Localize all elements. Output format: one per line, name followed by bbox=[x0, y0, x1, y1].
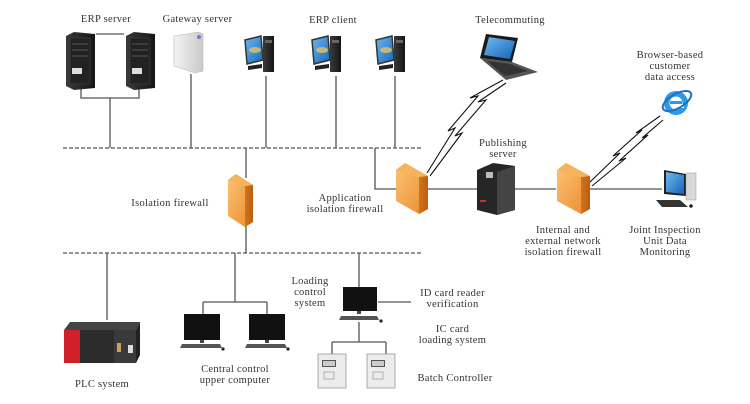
edge-loading-batch bbox=[331, 322, 387, 354]
erp-server-1-icon bbox=[66, 32, 95, 90]
network-isolation-firewall-icon bbox=[557, 163, 590, 214]
label-central-control: Central control upper computer bbox=[199, 364, 271, 386]
label-loading-control: Loading control system bbox=[291, 276, 329, 309]
erp-client-pc-1-icon bbox=[244, 35, 274, 72]
label-joint-inspection: Joint Inspection Unit Data Monitoring bbox=[629, 225, 701, 258]
wireless-link-browser bbox=[589, 115, 664, 187]
label-application-firewall: Application isolation firewall bbox=[306, 193, 384, 215]
label-gateway-server: Gateway server bbox=[162, 14, 233, 25]
label-batch-controller: Batch Controller bbox=[417, 373, 493, 384]
label-isolation-firewall: Isolation firewall bbox=[131, 198, 209, 209]
label-browser-access: Browser-based customer data access bbox=[636, 50, 704, 83]
internet-explorer-icon bbox=[661, 89, 693, 115]
batch-controller-2-icon bbox=[366, 353, 396, 389]
isolation-firewall-icon bbox=[228, 174, 253, 227]
edge-bus-central bbox=[202, 253, 268, 314]
erp-client-pc-2-icon bbox=[311, 35, 341, 72]
batch-controller-1-icon bbox=[317, 353, 347, 389]
label-network-isolation-firewall: Internal and external network isolation … bbox=[524, 225, 602, 258]
plc-system-icon bbox=[64, 322, 140, 363]
wireless-link-telecommuting bbox=[426, 79, 507, 177]
label-publishing-server: Publishing server bbox=[479, 138, 527, 160]
edge-bus-app-firewall bbox=[374, 148, 397, 190]
publishing-server-icon bbox=[477, 163, 515, 215]
central-control-monitor-1-icon bbox=[180, 314, 225, 351]
connection-lines bbox=[80, 33, 662, 354]
edge-erp-server-bracket bbox=[80, 88, 140, 99]
erp-client-pc-3-icon bbox=[375, 35, 405, 72]
central-control-monitor-2-icon bbox=[245, 314, 290, 351]
application-firewall-icon bbox=[396, 163, 428, 214]
label-erp-server: ERP server bbox=[80, 14, 132, 25]
label-erp-client: ERP client bbox=[309, 15, 357, 26]
laptop-icon bbox=[480, 34, 538, 80]
label-ic-card-loading: IC card loading system bbox=[418, 324, 487, 346]
label-id-card-reader: ID card reader verification bbox=[420, 288, 485, 310]
label-telecommuting: Telecommuting bbox=[475, 15, 545, 26]
label-plc-system: PLC system bbox=[74, 379, 130, 390]
erp-server-2-icon bbox=[126, 32, 155, 90]
loading-control-monitor-icon bbox=[339, 287, 383, 323]
gateway-server-icon bbox=[173, 31, 204, 74]
joint-inspection-pc-icon bbox=[656, 170, 697, 208]
